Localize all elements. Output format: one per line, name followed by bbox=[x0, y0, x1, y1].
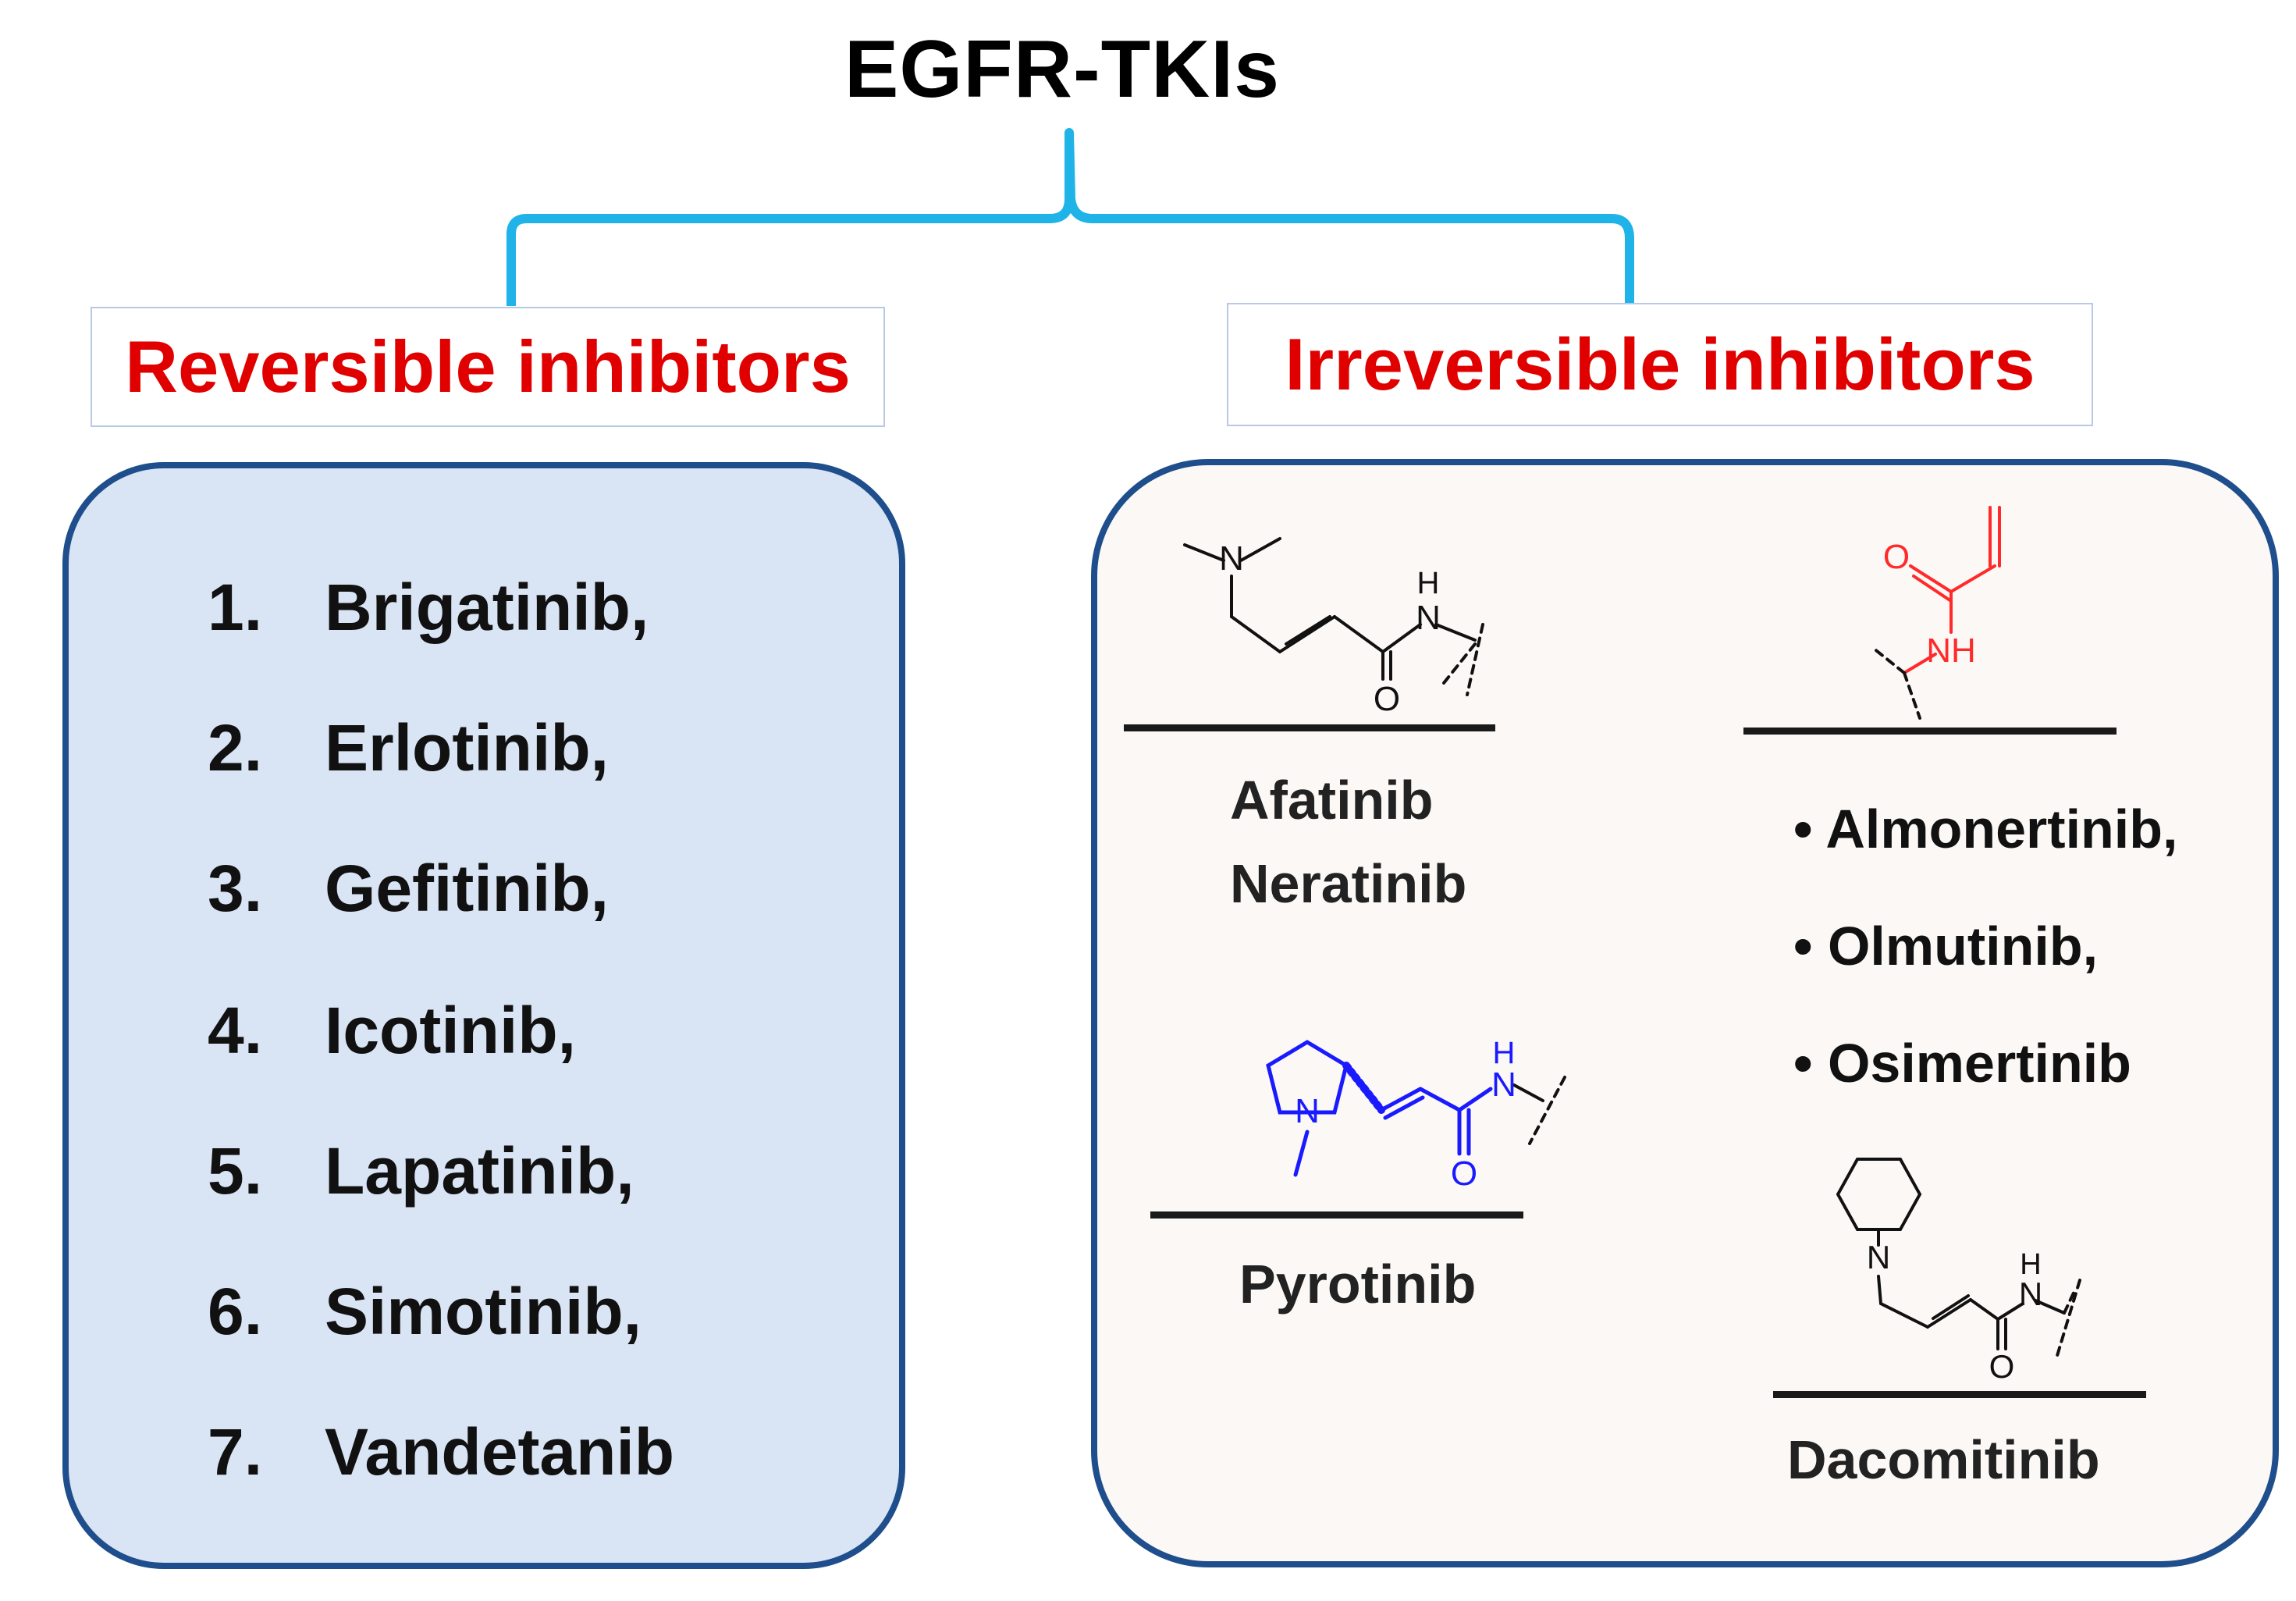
atom-label: N bbox=[1295, 1092, 1320, 1130]
atom-label: N bbox=[1491, 1066, 1516, 1104]
brace-path bbox=[506, 128, 1634, 306]
atom-label: O bbox=[1374, 680, 1400, 718]
drug-name: Gefitinib, bbox=[325, 852, 609, 925]
irreversible-category-box: Irreversible inhibitors bbox=[1227, 303, 2093, 426]
acrylamide-structure: O NH bbox=[1871, 506, 2001, 720]
irreversible-category-label: Irreversible inhibitors bbox=[1285, 323, 2035, 405]
pyrotinib-structure: N H N O bbox=[1266, 1036, 1566, 1193]
drug-name: • Olmutinib, bbox=[1793, 916, 2099, 977]
atom-label: H bbox=[1417, 566, 1440, 600]
drug-name: • Osimertinib bbox=[1793, 1033, 2131, 1094]
atom-label: H bbox=[2020, 1248, 2041, 1281]
list-number: 2. bbox=[208, 711, 263, 784]
drug-name: Icotinib, bbox=[325, 994, 576, 1067]
list-number: 5. bbox=[208, 1134, 263, 1208]
drug-name: Dacomitinib bbox=[1787, 1429, 2100, 1490]
list-number: 1. bbox=[208, 571, 263, 644]
atom-label: O bbox=[1883, 538, 1910, 576]
atom-label: N bbox=[1219, 539, 1244, 578]
dacomitinib-structure: N H N O bbox=[1836, 1158, 2081, 1385]
list-number: 3. bbox=[208, 852, 263, 925]
list-number: 7. bbox=[208, 1415, 263, 1489]
drug-name: • Almonertinib, bbox=[1793, 799, 2178, 859]
drug-name: Vandetanib bbox=[325, 1415, 675, 1489]
list-number: 6. bbox=[208, 1275, 263, 1348]
drug-name: Lapatinib, bbox=[325, 1134, 634, 1208]
reversible-category-label: Reversible inhibitors bbox=[125, 326, 851, 407]
atom-label: NH bbox=[1926, 632, 1976, 670]
atom-label: H bbox=[1493, 1036, 1516, 1070]
atom-label: O bbox=[1989, 1348, 2015, 1385]
divider-line bbox=[1150, 1211, 1523, 1219]
atom-label: N bbox=[1867, 1239, 1890, 1275]
drug-name: Afatinib bbox=[1230, 770, 1434, 831]
divider-line bbox=[1124, 724, 1495, 731]
divider-line bbox=[1743, 728, 2117, 735]
reversible-panel: 1. Brigatinib, 2. Erlotinib, 3. Gefitini… bbox=[62, 462, 905, 1569]
divider-line bbox=[1773, 1391, 2146, 1398]
list-number: 4. bbox=[208, 994, 263, 1067]
atom-label: N bbox=[1416, 599, 1441, 637]
drug-name: Erlotinib, bbox=[325, 711, 609, 784]
drug-name: Brigatinib, bbox=[325, 571, 649, 644]
drug-name: Pyrotinib bbox=[1239, 1254, 1477, 1315]
reversible-category-box: Reversible inhibitors bbox=[91, 307, 885, 427]
drug-name: Neratinib bbox=[1230, 853, 1467, 914]
brace-connector bbox=[506, 128, 1634, 306]
drug-name: Simotinib, bbox=[325, 1275, 642, 1348]
atom-label: O bbox=[1451, 1154, 1477, 1193]
diagram-title: EGFR-TKIs bbox=[844, 24, 1280, 115]
atom-label: N bbox=[2019, 1275, 2042, 1312]
afatinib-structure: N H N O bbox=[1183, 537, 1484, 718]
